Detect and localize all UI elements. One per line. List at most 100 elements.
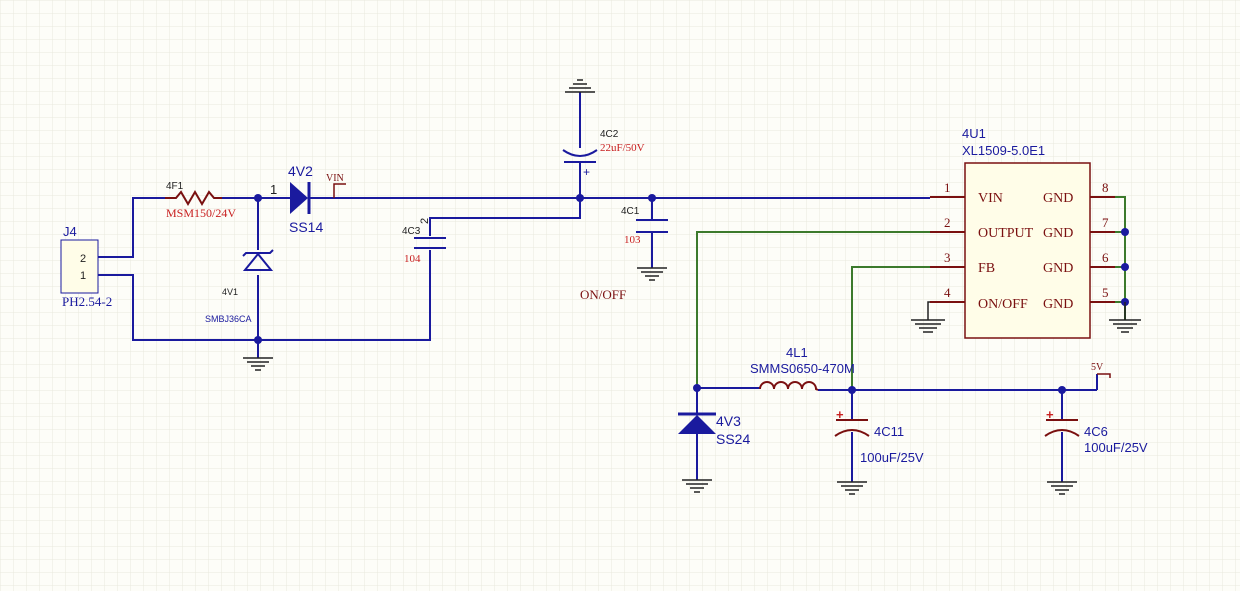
c1-value: 103	[624, 234, 641, 246]
ic-pin-3-num: 3	[944, 250, 951, 265]
inductor-value: SMMS0650-470M	[750, 361, 855, 376]
ic-ref: 4U1	[962, 126, 986, 141]
ic-left-pins	[930, 196, 965, 303]
capacitor-4c11[interactable]: + 4C11 100uF/25V	[834, 407, 924, 465]
ic-pin-5-num: 5	[1102, 285, 1109, 300]
wire-c3-top[interactable]	[429, 198, 581, 236]
junction-tvs-bottom	[254, 336, 262, 344]
c11-value: 100uF/25V	[860, 450, 924, 465]
connector-model: PH2.54-2	[62, 294, 112, 309]
capacitor-4c2[interactable]: + 4C2 22uF/50V	[562, 129, 645, 179]
ic-pin-4-num: 4	[944, 285, 951, 300]
c3-ref: 4C3	[402, 226, 421, 237]
c3-pin: 2	[419, 218, 431, 224]
vin-flag-line	[333, 183, 346, 198]
junction-gnd-7	[1121, 228, 1129, 236]
junction-c6	[1058, 386, 1066, 394]
ic-pin-2-name: OUTPUT	[978, 226, 1034, 241]
ground-symbol-c11	[837, 481, 867, 495]
fuse-symbol	[165, 190, 222, 206]
fuse-4f1[interactable]: 4F1 MSM150/24V	[165, 181, 236, 220]
c6-value: 100uF/25V	[1084, 440, 1148, 455]
c6-ref: 4C6	[1084, 424, 1108, 439]
ic-pin-7-name: GND	[1043, 226, 1073, 241]
junction-output	[693, 384, 701, 392]
net-output[interactable]	[696, 231, 930, 388]
ic-pin-5-name: GND	[1043, 297, 1073, 312]
ground-symbol-c2	[565, 79, 595, 93]
connector-pin1: 1	[80, 270, 86, 282]
c1-ref: 4C1	[621, 206, 640, 217]
ground-symbol-ic-gnd	[1109, 302, 1141, 333]
fuse-ref: 4F1	[166, 181, 184, 192]
ground-symbol-onoff	[911, 301, 945, 333]
ground-symbol-c6	[1047, 481, 1077, 495]
net-flag-5v[interactable]: 5V	[1091, 362, 1111, 378]
tvs-value: SMBJ36CA	[205, 314, 252, 324]
capacitor-4c6[interactable]: + 4C6 100uF/25V	[1044, 407, 1148, 455]
c11-plate-curved	[834, 429, 870, 437]
ground-symbol-v3	[682, 479, 712, 493]
junction-gnd-6	[1121, 263, 1129, 271]
net-gnd-bus[interactable]	[1115, 196, 1126, 320]
ic-pin-8-name: GND	[1043, 191, 1073, 206]
diode-4v2[interactable]: 1 4V2 SS14	[270, 163, 323, 235]
wires	[98, 92, 1098, 482]
c3-value: 104	[404, 253, 421, 265]
connector-ref: J4	[63, 224, 77, 239]
junction-tvs-top	[254, 194, 262, 202]
junction-c2	[576, 194, 584, 202]
ic-4u1[interactable]: 4U1 XL1509-5.0E1 1 2 3 4 VIN OUTPUT FB O…	[930, 126, 1115, 339]
ground-symbol-main	[243, 357, 273, 371]
wire-j4-pin2[interactable]	[98, 197, 165, 258]
ic-part: XL1509-5.0E1	[962, 143, 1045, 158]
diode-4v3[interactable]: 4V3 SS24	[678, 412, 750, 447]
net-fb[interactable]	[851, 266, 930, 390]
diode-v2-value: SS14	[289, 219, 323, 235]
c11-ref: 4C11	[874, 424, 904, 439]
ic-pin-6-num: 6	[1102, 250, 1109, 265]
ic-body	[964, 162, 1091, 339]
onoff-net-label: ON/OFF	[580, 287, 626, 302]
inductor-coil	[759, 381, 819, 391]
diode-v2-pin: 1	[270, 182, 277, 197]
inductor-4l1[interactable]: 4L1 SMMS0650-470M	[750, 345, 855, 391]
c11-polarity-mark: +	[836, 407, 844, 422]
tvs-ref: 4V1	[222, 287, 238, 297]
junctions	[254, 194, 1129, 394]
fuse-value: MSM150/24V	[166, 206, 236, 220]
ic-pin-4-name: ON/OFF	[978, 297, 1028, 312]
c6-plate-curved	[1044, 429, 1080, 437]
diode-v3-value: SS24	[716, 431, 750, 447]
diode-v3-body	[678, 415, 716, 434]
ic-pin-3-name: FB	[978, 261, 995, 276]
inductor-ref: 4L1	[786, 345, 808, 360]
c6-polarity-mark: +	[1046, 407, 1054, 422]
tvs-4v1[interactable]: 4V1 SMBJ36CA	[205, 249, 274, 324]
ic-pin-2-num: 2	[944, 215, 951, 230]
diode-v3-ref: 4V3	[716, 413, 741, 429]
net-flag-vin[interactable]: VIN	[326, 173, 346, 198]
junction-fb	[848, 386, 856, 394]
wire-j4-pin1[interactable]	[98, 250, 431, 341]
ic-pin-1-num: 1	[944, 180, 951, 195]
5v-label: 5V	[1091, 362, 1104, 373]
connector-pin2: 2	[80, 253, 86, 265]
ic-pin-8-num: 8	[1102, 180, 1109, 195]
ic-right-pins	[1090, 196, 1115, 303]
tvs-bar	[242, 249, 274, 257]
c2-value: 22uF/50V	[600, 142, 645, 154]
diode-v2-ref: 4V2	[288, 163, 313, 179]
ic-pin-6-name: GND	[1043, 261, 1073, 276]
ic-pin-1-name: VIN	[978, 191, 1003, 206]
diode-v2-body	[290, 182, 308, 214]
tvs-body	[242, 252, 274, 271]
c2-ref: 4C2	[600, 129, 619, 140]
connector-j4[interactable]: J4 2 1 PH2.54-2	[60, 224, 112, 309]
capacitor-4c1[interactable]: 4C1 103	[621, 206, 668, 246]
vin-label: VIN	[326, 173, 344, 184]
5v-flag-line	[1097, 373, 1111, 378]
connector-body	[60, 239, 99, 294]
capacitor-4c3[interactable]: 4C3 2 104	[402, 218, 446, 265]
